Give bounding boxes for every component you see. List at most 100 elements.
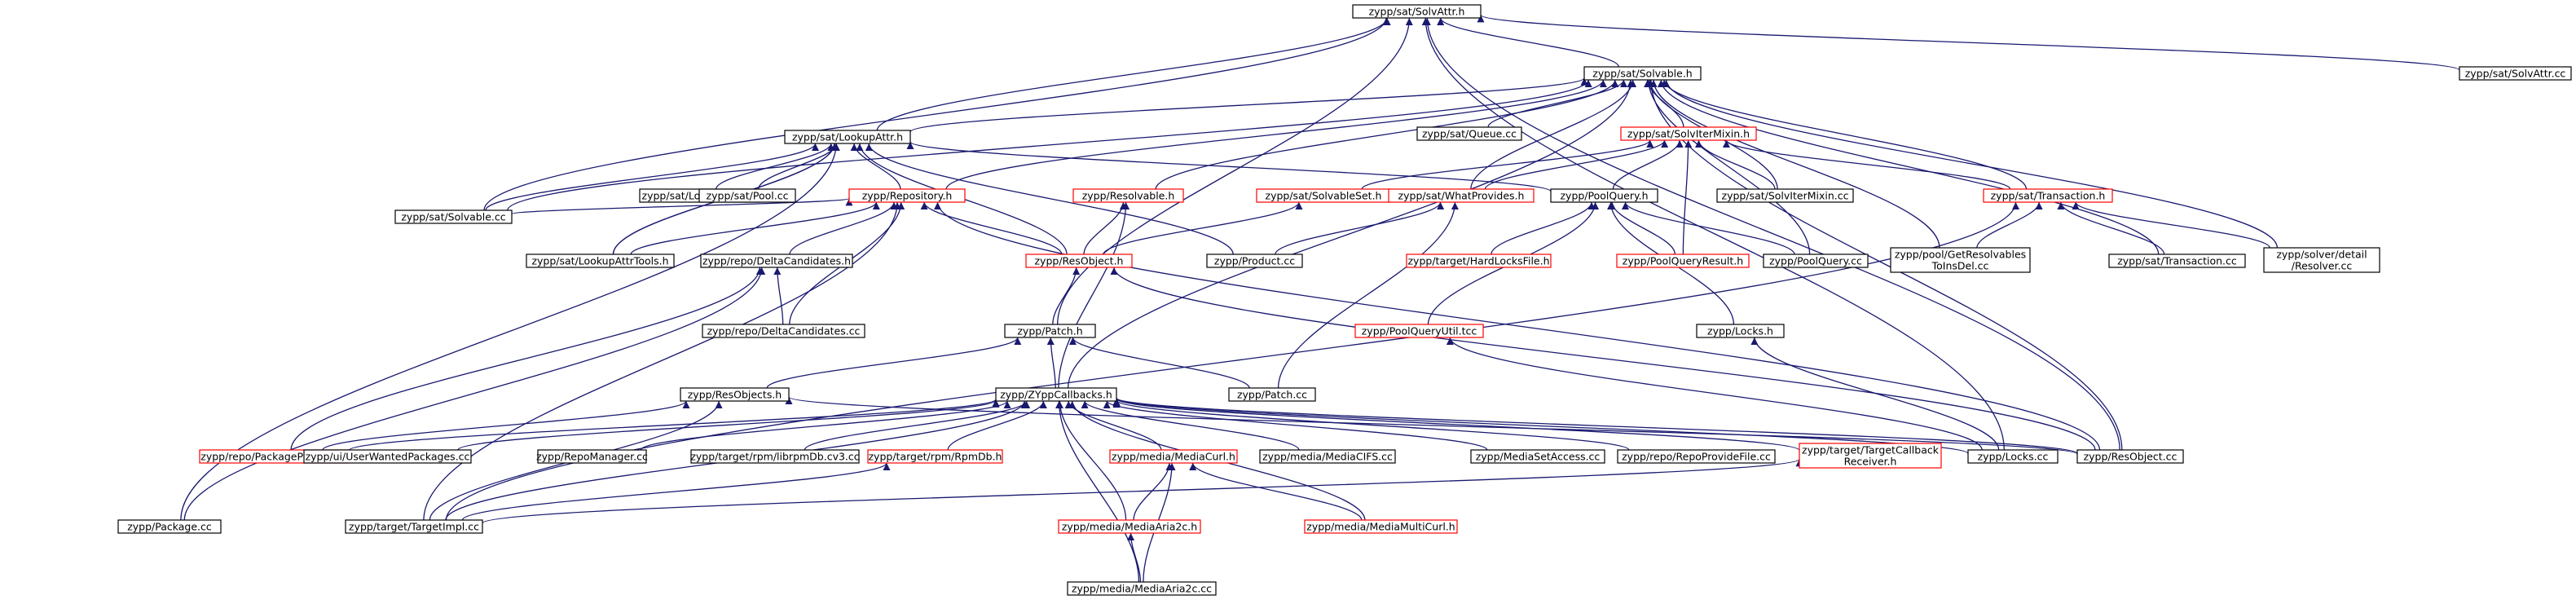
node-transaction-h[interactable]: zypp/sat/Transaction.h bbox=[1983, 188, 2113, 203]
node-solvableset-h[interactable]: zypp/sat/SolvableSet.h bbox=[1256, 188, 1391, 203]
edge-mediaaria2c_cc-to-mediaaria2c_h bbox=[1127, 532, 1142, 583]
node-label: zypp/sat/SolvIterMixin.cc bbox=[1722, 190, 1849, 202]
node-label: zypp/sat/SolvAttr.cc bbox=[2465, 68, 2566, 80]
node-patch-cc[interactable]: zypp/Patch.cc bbox=[1228, 387, 1316, 402]
edge-mediaaria2c_h-to-zyppcallbacks_h bbox=[1055, 400, 1127, 521]
node-box bbox=[1983, 188, 2113, 203]
node-label: zypp/pool/GetResolvables bbox=[1895, 249, 2026, 261]
node-solvattr-h[interactable]: zypp/sat/SolvAttr.h bbox=[1352, 4, 1482, 19]
dependency-edges bbox=[180, 14, 2460, 583]
edge-patch_h-to-solvattr_h bbox=[1057, 17, 1413, 325]
node-mediamulticurl-h[interactable]: zypp/media/MediaMultiCurl.h bbox=[1304, 519, 1458, 534]
node-box bbox=[848, 188, 966, 203]
node-poolquery-cc[interactable]: zypp/PoolQuery.cc bbox=[1763, 254, 1869, 268]
node-repomanager-cc[interactable]: zypp/RepoManager.cc bbox=[536, 449, 648, 464]
node-label: zypp/Locks.h bbox=[1707, 325, 1773, 337]
edge-poolqueryresult_h-to-solvitermixin_h bbox=[1682, 139, 1693, 255]
node-label: zypp/Package.cc bbox=[127, 521, 212, 533]
node-patch-h[interactable]: zypp/Patch.h bbox=[1004, 324, 1096, 338]
node-locks-h[interactable]: zypp/Locks.h bbox=[1696, 324, 1785, 338]
node-resolver-cc[interactable]: zypp/solver/detail/Resolver.cc bbox=[2263, 247, 2380, 273]
edge-zyppcallbacks_h-to-resolvable_h bbox=[1058, 201, 1130, 389]
node-mediacurl-h[interactable]: zypp/media/MediaCurl.h bbox=[1109, 449, 1238, 464]
node-label: zypp/target/rpm/librpmDb.cv3.cc bbox=[690, 451, 859, 463]
node-locks-cc[interactable]: zypp/Locks.cc bbox=[1967, 449, 2059, 464]
node-lookupattr-h[interactable]: zypp/sat/LookupAttr.h bbox=[784, 130, 911, 144]
node-label: zypp/target/rpm/RpmDb.h bbox=[869, 451, 1002, 463]
edge-repoprovidefile_cc-to-zyppcallbacks_h bbox=[1112, 399, 1630, 451]
edge-resolvable_h-to-solvable_h bbox=[1155, 79, 1619, 190]
node-resobject-cc[interactable]: zypp/ResObject.cc bbox=[2076, 449, 2184, 464]
node-box bbox=[345, 519, 483, 534]
node-box bbox=[1696, 324, 1785, 338]
node-box bbox=[1890, 247, 2031, 273]
edge-resobject_cc-to-zyppcallbacks_h bbox=[1112, 397, 2078, 454]
node-deltacandidates-h[interactable]: zypp/repo/DeltaCandidates.h bbox=[700, 254, 853, 268]
edge-locks_cc-to-solvattr_h bbox=[1421, 17, 2005, 451]
node-resobject-h[interactable]: zypp/ResObject.h bbox=[1025, 254, 1133, 268]
node-deltacandidates-cc[interactable]: zypp/repo/DeltaCandidates.cc bbox=[702, 324, 865, 338]
node-label: zypp/sat/Pool.cc bbox=[707, 190, 789, 202]
node-transaction-cc[interactable]: zypp/sat/Transaction.cc bbox=[2108, 254, 2246, 268]
edge-package_cc-to-deltacandidates_h bbox=[183, 267, 766, 521]
node-zyppcallbacks-h[interactable]: zypp/ZYppCallbacks.h bbox=[995, 387, 1117, 402]
node-poolqueryresult-h[interactable]: zypp/PoolQueryResult.h bbox=[1616, 254, 1750, 268]
node-box bbox=[1354, 324, 1484, 338]
node-mediaaria2c-h[interactable]: zypp/media/MediaAria2c.h bbox=[1058, 519, 1201, 534]
node-box bbox=[1763, 254, 1869, 268]
node-librpmdb-cv3-cc[interactable]: zypp/target/rpm/librpmDb.cv3.cc bbox=[690, 449, 860, 464]
node-rpmdb-h[interactable]: zypp/target/rpm/RpmDb.h bbox=[867, 449, 1003, 464]
node-solvitermixin-cc[interactable]: zypp/sat/SolvIterMixin.cc bbox=[1716, 188, 1854, 203]
node-label: zypp/Repository.h bbox=[862, 190, 953, 202]
node-mediaaria2c-cc[interactable]: zypp/media/MediaAria2c.cc bbox=[1067, 581, 1217, 596]
node-label: zypp/ResObjects.h bbox=[688, 389, 782, 401]
node-queue-cc[interactable]: zypp/sat/Queue.cc bbox=[1416, 126, 1522, 141]
edge-resobject_h-to-solvableset_h bbox=[1103, 201, 1303, 255]
edge-patch_cc-to-whatprovides_h bbox=[1277, 201, 1459, 389]
edge-solvable_cc-to-solvable_h bbox=[507, 79, 1592, 211]
node-label: zypp/media/MediaCurl.h bbox=[1112, 451, 1235, 463]
edge-lookupattr_h-to-solvattr_h bbox=[876, 17, 1391, 131]
edge-resolver_cc-to-solvable_h bbox=[1662, 79, 2279, 249]
node-whatprovides-h[interactable]: zypp/sat/WhatProvides.h bbox=[1388, 188, 1535, 203]
node-resobjects-h[interactable]: zypp/ResObjects.h bbox=[680, 387, 790, 402]
node-box bbox=[1550, 188, 1658, 203]
node-poolquery-h[interactable]: zypp/PoolQuery.h bbox=[1550, 188, 1658, 203]
node-resolvable-h[interactable]: zypp/Resolvable.h bbox=[1072, 188, 1184, 203]
edge-userwantedpackages_cc-to-zyppcallbacks_h bbox=[457, 399, 1000, 451]
node-targetimpl-cc[interactable]: zypp/target/TargetImpl.cc bbox=[345, 519, 483, 534]
node-product-cc[interactable]: zypp/Product.cc bbox=[1206, 254, 1303, 268]
node-label: zypp/sat/SolvAttr.h bbox=[1369, 6, 1465, 18]
node-repoprovidefile-cc[interactable]: zypp/repo/RepoProvideFile.cc bbox=[1617, 449, 1776, 464]
node-solvable-cc[interactable]: zypp/sat/Solvable.cc bbox=[394, 209, 513, 224]
node-repository-h[interactable]: zypp/Repository.h bbox=[848, 188, 966, 203]
node-box bbox=[1206, 254, 1303, 268]
node-solvitermixin-h[interactable]: zypp/sat/SolvIterMixin.h bbox=[1620, 126, 1757, 141]
node-poolqueryutil-tcc[interactable]: zypp/PoolQueryUtil.tcc bbox=[1354, 324, 1484, 338]
node-mediasetaccess-cc[interactable]: zypp/MediaSetAccess.cc bbox=[1470, 449, 1605, 464]
node-lookupattrtools-h[interactable]: zypp/sat/LookupAttrTools.h bbox=[526, 254, 675, 268]
node-userwantedpackages-cc[interactable]: zypp/ui/UserWantedPackages.cc bbox=[303, 449, 472, 464]
node-pool-cc[interactable]: zypp/sat/Pool.cc bbox=[698, 188, 796, 203]
node-solvable-h[interactable]: zypp/sat/Solvable.h bbox=[1583, 66, 1702, 81]
edge-poolquery_cc-to-poolquery_h bbox=[1622, 201, 1795, 255]
edge-solvattr_cc-to-solvattr_h bbox=[1477, 14, 2460, 71]
node-solvattr-cc[interactable]: zypp/sat/SolvAttr.cc bbox=[2459, 66, 2572, 81]
edge-getresolvables_cc-to-transaction_h bbox=[1976, 201, 2043, 249]
edge-resobject_cc-to-repository_h bbox=[934, 201, 2101, 451]
node-label: zypp/sat/Solvable.h bbox=[1592, 68, 1692, 80]
edge-product_cc-to-whatprovides_h bbox=[1275, 201, 1445, 255]
node-hardlocksfile-h[interactable]: zypp/target/HardLocksFile.h bbox=[1406, 254, 1552, 268]
edge-rpmdb_h-to-zyppcallbacks_h bbox=[947, 400, 1047, 451]
node-box bbox=[690, 449, 860, 464]
node-box bbox=[1617, 449, 1776, 464]
node-label: zypp/sat/SolvIterMixin.h bbox=[1627, 128, 1750, 140]
node-label: zypp/target/HardLocksFile.h bbox=[1408, 255, 1550, 267]
edge-targetcallbackreceiver_h-to-zyppcallbacks_h bbox=[1112, 398, 1800, 452]
edge-resobject_h-to-repository_h bbox=[920, 201, 1063, 255]
node-package-cc[interactable]: zypp/Package.cc bbox=[117, 519, 222, 534]
edge-deltacandidates_h-to-repository_h bbox=[789, 201, 898, 255]
node-mediacifs-cc[interactable]: zypp/media/MediaCIFS.cc bbox=[1259, 449, 1396, 464]
